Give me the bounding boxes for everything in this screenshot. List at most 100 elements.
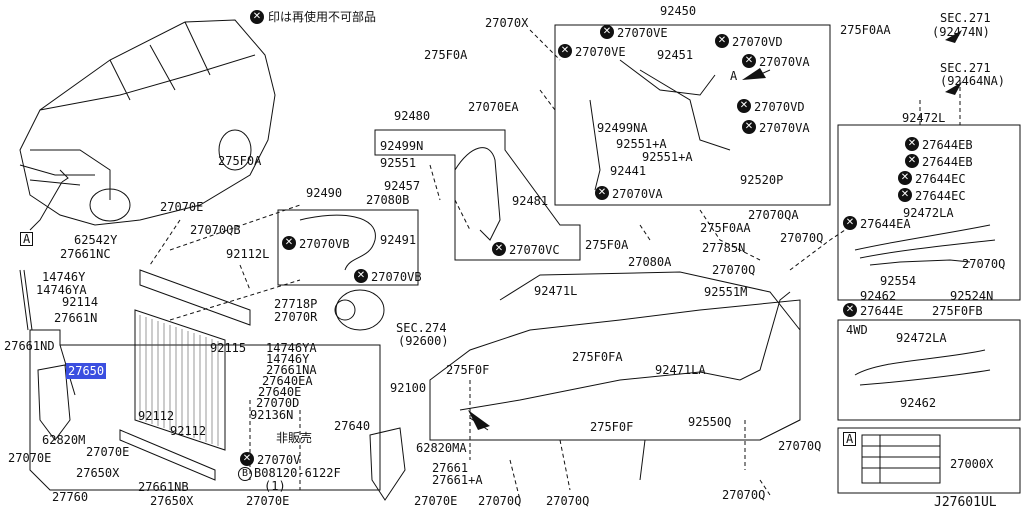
part-label[interactable]: 27070V xyxy=(257,453,301,467)
part-label[interactable]: 92499NA xyxy=(597,121,648,135)
part-label[interactable]: 275F0F xyxy=(446,363,490,377)
part-label[interactable]: 27661NA xyxy=(266,363,317,377)
part-label[interactable]: 92472L xyxy=(902,111,946,125)
part-label[interactable]: 27070Q xyxy=(962,257,1006,271)
part-label[interactable]: 27070E xyxy=(414,494,458,508)
part-label[interactable]: 27070VE xyxy=(617,26,668,40)
part-label[interactable]: 92471LA xyxy=(655,363,706,377)
part-label[interactable]: 92462 xyxy=(900,396,937,410)
part-label[interactable]: 27070VC xyxy=(509,243,560,257)
part-label[interactable]: 92472LA xyxy=(896,331,947,345)
bolt-code[interactable]: B08120-6122F xyxy=(254,466,341,480)
part-label[interactable]: 92554 xyxy=(880,274,917,288)
sec-ref-2-code[interactable]: (92464NA) xyxy=(940,74,1006,88)
part-label[interactable]: 27080A xyxy=(628,255,672,269)
part-label[interactable]: 275F0A xyxy=(585,238,629,252)
part-label[interactable]: 27070E xyxy=(160,200,204,214)
part-label[interactable]: 27644EA xyxy=(860,217,911,231)
part-label[interactable]: 27070EA xyxy=(468,100,519,114)
part-label[interactable]: 27070X xyxy=(485,16,529,30)
part-label[interactable]: 92471L xyxy=(534,284,578,298)
part-label[interactable]: 27661ND xyxy=(4,339,55,353)
part-label[interactable]: 92115 xyxy=(210,341,247,355)
sec-ref-1[interactable]: SEC.271 xyxy=(940,11,991,25)
part-label[interactable]: 27644EB xyxy=(922,155,973,169)
part-label[interactable]: 27070E xyxy=(8,451,52,465)
part-label[interactable]: 27070VE xyxy=(575,45,626,59)
part-label[interactable]: 92481 xyxy=(512,194,549,208)
part-label[interactable]: 27070D xyxy=(256,396,300,410)
sec-ref-3-code[interactable]: (92600) xyxy=(398,334,449,348)
part-label[interactable]: 27070Q xyxy=(712,263,756,277)
part-label[interactable]: 27070Q xyxy=(780,231,824,245)
part-label[interactable]: 27640 xyxy=(334,419,371,433)
part-label[interactable]: 27760 xyxy=(52,490,89,504)
part-label[interactable]: 27718P xyxy=(274,297,318,311)
part-label[interactable]: 92472LA xyxy=(903,206,954,220)
part-label[interactable]: 27644EB xyxy=(922,138,973,152)
part-label[interactable]: 27070VA xyxy=(612,187,663,201)
part-label[interactable]: 62820MA xyxy=(416,441,467,455)
part-label[interactable]: 92114 xyxy=(62,295,99,309)
view-ref-a[interactable]: A xyxy=(20,232,34,246)
part-label[interactable]: 27644EC xyxy=(915,189,966,203)
highlighted-part-label[interactable]: 27650 xyxy=(66,363,107,379)
part-label[interactable]: 92112 xyxy=(170,424,207,438)
part-label[interactable]: 92480 xyxy=(394,109,431,123)
part-label[interactable]: 275F0FB xyxy=(932,304,983,318)
inset-part-label[interactable]: 27000X xyxy=(950,457,994,471)
part-label[interactable]: 92112 xyxy=(138,409,175,423)
part-label[interactable]: 62820M xyxy=(42,433,86,447)
part-label[interactable]: 92491 xyxy=(380,233,417,247)
part-label[interactable]: 27650X xyxy=(150,494,194,508)
part-label[interactable]: 27070E xyxy=(246,494,290,508)
part-label[interactable]: 27661NC xyxy=(60,247,111,261)
sec-ref-3[interactable]: SEC.274 xyxy=(396,321,447,335)
part-label[interactable]: 92462 xyxy=(860,289,897,303)
part-label[interactable]: 27650X xyxy=(76,466,120,480)
part-label[interactable]: 92112L xyxy=(226,247,270,261)
part-label[interactable]: 27070Q xyxy=(478,494,522,508)
part-label[interactable]: 92457 xyxy=(384,179,421,193)
part-label[interactable]: 27070VB xyxy=(299,237,350,251)
part-label[interactable]: 92551+A xyxy=(616,137,667,151)
part-label[interactable]: 27070QA xyxy=(748,208,799,222)
part-label[interactable]: 92450 xyxy=(660,4,697,18)
part-label[interactable]: 27070QB xyxy=(190,223,241,237)
part-label[interactable]: 92550Q xyxy=(688,415,732,429)
part-label[interactable]: 27080B xyxy=(366,193,410,207)
part-label[interactable]: 27070Q xyxy=(722,488,766,502)
part-label[interactable]: 27070R xyxy=(274,310,318,324)
sec-ref-1-code[interactable]: (92474N) xyxy=(932,25,990,39)
sec-ref-2[interactable]: SEC.271 xyxy=(940,61,991,75)
part-label[interactable]: 27661 xyxy=(432,461,469,475)
part-label[interactable]: 27070VB xyxy=(371,270,422,284)
part-label[interactable]: 27070VD xyxy=(754,100,805,114)
part-label[interactable]: 92100 xyxy=(390,381,427,395)
part-label[interactable]: 62542Y xyxy=(74,233,118,247)
part-label[interactable]: 275F0AA xyxy=(840,23,891,37)
part-label[interactable]: 92136N xyxy=(250,408,294,422)
part-label[interactable]: 92551M xyxy=(704,285,748,299)
part-label[interactable]: 92520P xyxy=(740,173,784,187)
part-label[interactable]: 92551+A xyxy=(642,150,693,164)
part-label[interactable]: 92441 xyxy=(610,164,647,178)
part-label[interactable]: 27785N xyxy=(702,241,746,255)
part-label[interactable]: 92499N xyxy=(380,139,424,153)
part-label[interactable]: 275F0A xyxy=(424,48,468,62)
part-label[interactable]: 27070Q xyxy=(546,494,590,508)
part-label[interactable]: 27644E xyxy=(860,304,904,318)
part-label[interactable]: 27640E xyxy=(258,385,302,399)
part-label[interactable]: 27070VA xyxy=(759,121,810,135)
part-label[interactable]: 27661N xyxy=(54,311,98,325)
part-label[interactable]: 14746YA xyxy=(266,341,317,355)
part-label[interactable]: 275F0AA xyxy=(700,221,751,235)
part-label[interactable]: 27070Q xyxy=(778,439,822,453)
part-label[interactable]: 27070VD xyxy=(732,35,783,49)
part-label[interactable]: 92551 xyxy=(380,156,417,170)
part-label[interactable]: 92451 xyxy=(657,48,694,62)
part-label[interactable]: 275F0F xyxy=(590,420,634,434)
part-label[interactable]: 92524N xyxy=(950,289,994,303)
part-label[interactable]: 27644EC xyxy=(915,172,966,186)
part-label[interactable]: 275F0FA xyxy=(572,350,623,364)
